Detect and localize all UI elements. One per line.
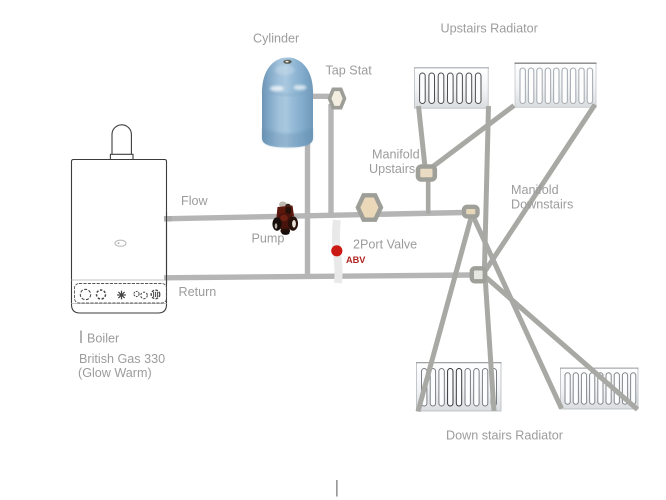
svg-text:Upstairs Radiator: Upstairs Radiator (441, 22, 538, 36)
svg-text:Upstairs: Upstairs (369, 162, 415, 176)
svg-text:2Port Valve: 2Port Valve (353, 237, 417, 251)
svg-text:Manifold: Manifold (511, 183, 559, 197)
svg-text:Cylinder: Cylinder (253, 32, 299, 46)
svg-text:British Gas 330: British Gas 330 (79, 352, 165, 366)
svg-text:Return: Return (179, 285, 217, 299)
svg-text:Downstairs: Downstairs (511, 198, 573, 212)
svg-text:ABV: ABV (346, 255, 366, 265)
svg-text:Down stairs Radiator: Down stairs Radiator (446, 428, 563, 442)
svg-text:Boiler: Boiler (87, 331, 119, 345)
svg-text:Manifold: Manifold (372, 147, 420, 161)
svg-text:Pump: Pump (252, 232, 285, 246)
svg-text:(Glow Warm): (Glow Warm) (78, 366, 152, 380)
svg-text:Flow: Flow (181, 194, 208, 208)
svg-text:Tap Stat: Tap Stat (326, 64, 373, 78)
